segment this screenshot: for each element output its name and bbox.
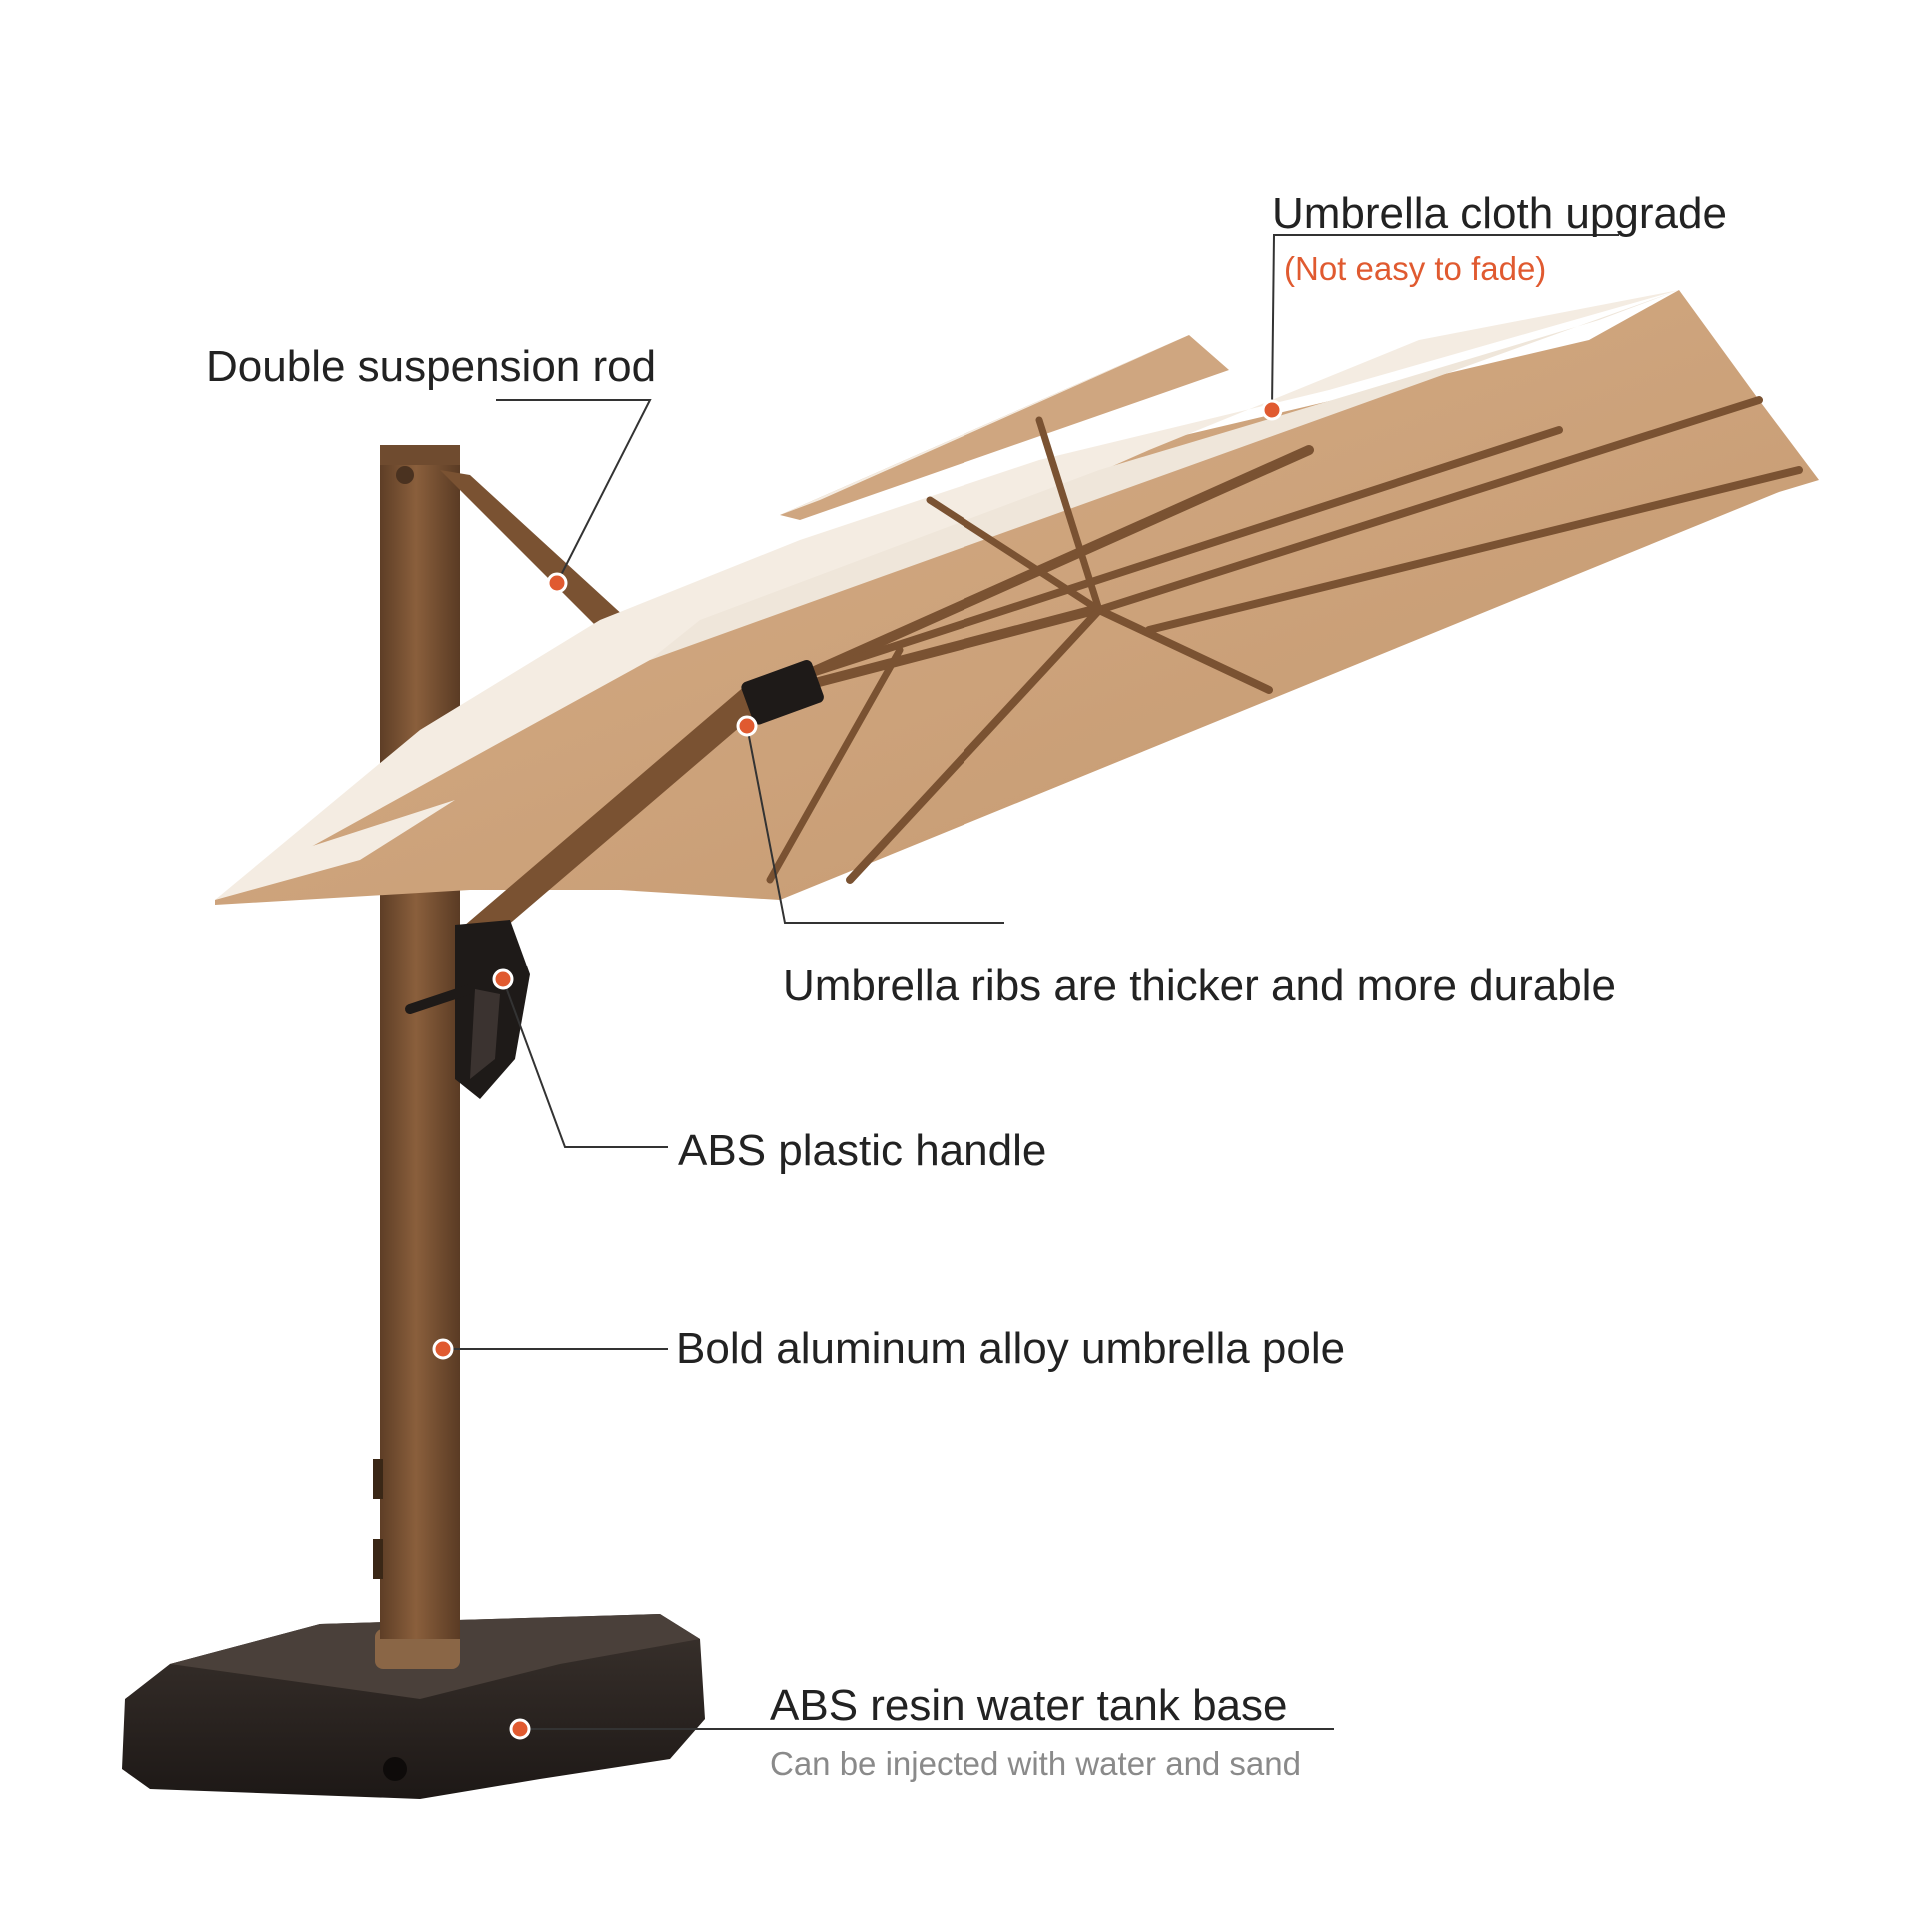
umbrella-pole bbox=[373, 445, 460, 1639]
ribs-label: Umbrella ribs are thicker and more durab… bbox=[783, 962, 1616, 1010]
leader-line-rod bbox=[496, 399, 652, 584]
marker-ribs bbox=[736, 715, 758, 737]
marker-rod bbox=[546, 572, 568, 594]
base-note: Can be injected with water and sand bbox=[770, 1745, 1301, 1782]
cloth-label: Umbrella cloth upgrade bbox=[1272, 189, 1727, 238]
marker-cloth bbox=[1261, 399, 1283, 421]
marker-pole bbox=[432, 1338, 454, 1360]
handle-label: ABS plastic handle bbox=[678, 1126, 1047, 1175]
pole-label: Bold aluminum alloy umbrella pole bbox=[676, 1324, 1346, 1373]
water-tank-base bbox=[122, 1614, 705, 1799]
leader-line-ribs bbox=[746, 725, 1004, 924]
umbrella-ribs bbox=[461, 396, 1803, 949]
canopy bbox=[215, 290, 1819, 905]
crank-handle bbox=[405, 660, 824, 1099]
callout-markers bbox=[432, 399, 1283, 1740]
marker-handle bbox=[492, 968, 514, 990]
callout-leader-lines bbox=[443, 234, 1619, 1730]
marker-base bbox=[509, 1718, 531, 1740]
leader-line-handle bbox=[502, 978, 668, 1148]
cloth-note: (Not easy to fade) bbox=[1284, 250, 1547, 287]
suspension-rod bbox=[440, 470, 650, 660]
base-label: ABS resin water tank base bbox=[770, 1681, 1288, 1730]
rod-label: Double suspension rod bbox=[206, 342, 657, 391]
leader-line-cloth bbox=[1271, 234, 1619, 409]
